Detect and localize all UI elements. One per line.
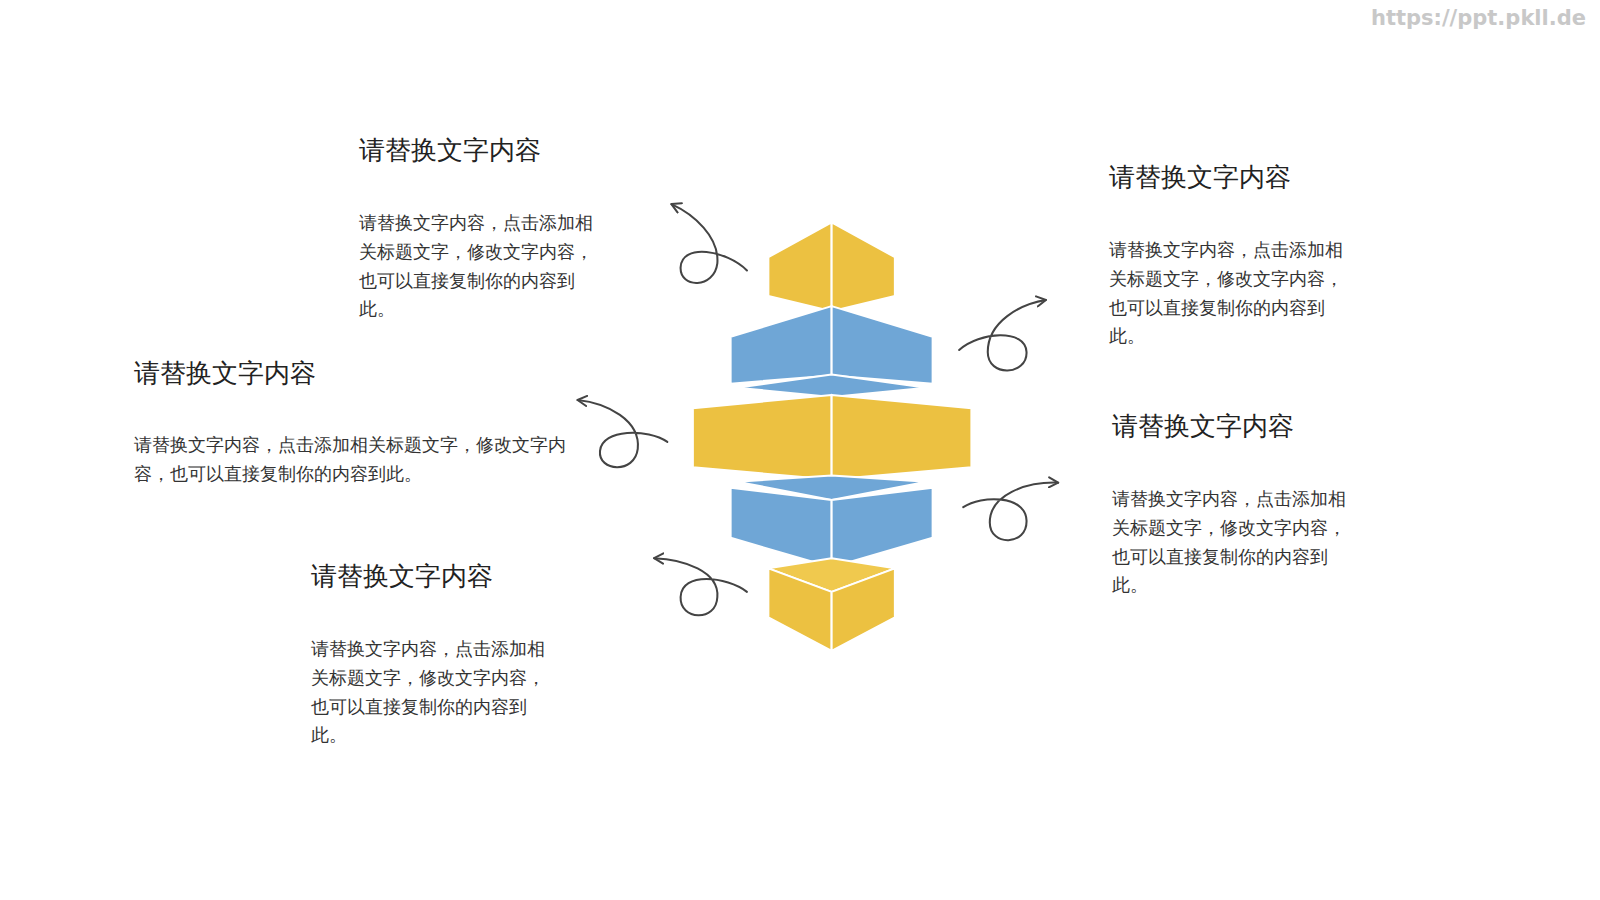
body-text: 请替换文字内容，点击添加相关标题文字，修改文字内容，也可以直接复制你的内容到此。: [134, 431, 574, 489]
heading: 请替换文字内容: [1112, 410, 1432, 444]
body-text: 请替换文字内容，点击添加相关标题文字，修改文字内容，也可以直接复制你的内容到此。: [1109, 236, 1345, 351]
prism-face: [731, 488, 832, 568]
watermark: https://ppt.pkll.de: [1371, 6, 1586, 31]
curly-arrow: [963, 483, 1058, 541]
heading: 请替换文字内容: [1109, 161, 1429, 195]
prism-face: [731, 306, 832, 384]
body-text: 请替换文字内容，点击添加相关标题文字，修改文字内容，也可以直接复制你的内容到此。: [359, 209, 595, 324]
prism-face: [832, 222, 895, 311]
prism-face: [832, 306, 933, 384]
prism-face: [832, 488, 933, 568]
prism-face: [737, 374, 927, 396]
prism-face: [693, 395, 832, 480]
prism-face: [768, 222, 831, 311]
body-text: 请替换文字内容，点击添加相关标题文字，修改文字内容，也可以直接复制你的内容到此。: [1112, 485, 1348, 600]
heading: 请替换文字内容: [311, 560, 631, 594]
body-text: 请替换文字内容，点击添加相关标题文字，修改文字内容，也可以直接复制你的内容到此。: [311, 635, 547, 750]
curly-arrow: [654, 558, 747, 615]
prism-face: [832, 568, 895, 651]
curly-arrow: [959, 300, 1046, 370]
prism-face: [768, 568, 831, 651]
curly-arrow: [671, 204, 747, 283]
prism-stack: [693, 222, 972, 651]
heading: 请替换文字内容: [134, 357, 454, 391]
heading: 请替换文字内容: [359, 134, 679, 168]
curly-arrow: [578, 400, 668, 467]
curly-arrows: [578, 204, 1059, 615]
prism-face: [832, 395, 972, 480]
